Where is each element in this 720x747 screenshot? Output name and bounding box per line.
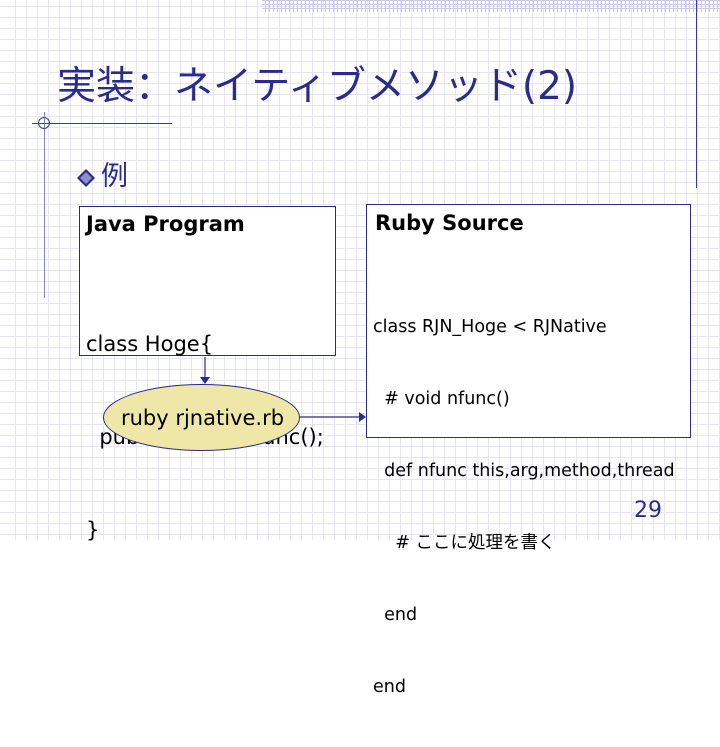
ruby-box-title: Ruby Source (375, 211, 524, 235)
java-program-box: Java Program class Hoge{ public native n… (79, 206, 336, 542)
code-line: class RJN_Hoge < RJNative (373, 317, 607, 337)
title-underline (32, 123, 172, 124)
code-line: end (373, 677, 406, 697)
code-line: } (86, 518, 100, 542)
right-vertical-rule (696, 0, 697, 188)
code-line: end (373, 605, 418, 625)
page-number: 29 (634, 498, 662, 523)
converter-ellipse: ruby rjnative.rb (103, 384, 300, 451)
arrowhead-right-icon (359, 412, 366, 422)
code-line: class Hoge{ (86, 332, 214, 356)
crosshair-decoration (38, 117, 50, 129)
arrowhead-down-icon (200, 377, 210, 384)
left-vertical-rule (44, 112, 45, 298)
slide-title: 実装：ネイティブメソッド(2) (57, 64, 578, 109)
converter-label: ruby rjnative.rb (120, 406, 285, 430)
code-line: def nfunc this,arg,method,thread (373, 461, 675, 481)
header-band-decoration (262, 0, 720, 12)
ruby-source-box: Ruby Source class RJN_Hoge < RJNative # … (366, 204, 691, 697)
bullet-text: 例 (101, 161, 128, 192)
diamond-bullet-icon (77, 169, 95, 187)
flow-arrows (200, 357, 366, 422)
code-line: # void nfunc() (373, 389, 510, 409)
java-box-title: Java Program (86, 212, 245, 236)
